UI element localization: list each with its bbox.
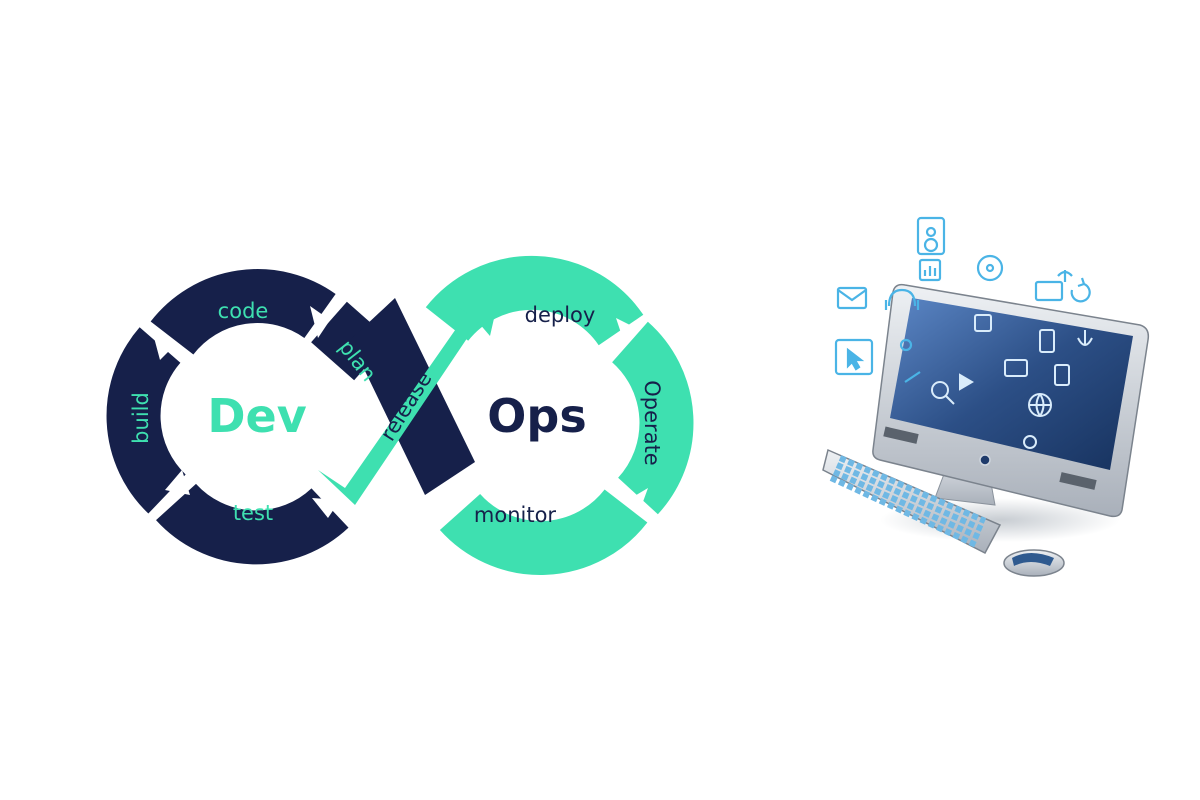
power-button-icon — [979, 454, 991, 466]
microphone-icon — [1077, 330, 1093, 346]
dev-segment-code — [150, 269, 336, 356]
mouse — [1003, 549, 1065, 577]
screen-app-icons — [931, 314, 1093, 449]
segment-separators — [152, 306, 648, 518]
speaker-grill-right — [1059, 472, 1097, 490]
keyboard — [822, 448, 1002, 555]
stage-label-code: code — [218, 299, 269, 323]
dev-segment-test — [156, 483, 349, 565]
gear-icon — [899, 338, 913, 352]
phone-icon — [1039, 329, 1055, 353]
stage-label-deploy: deploy — [525, 303, 596, 327]
music-disc-icon — [976, 254, 1004, 282]
cursor-icon — [834, 338, 874, 376]
search-icon — [931, 381, 949, 399]
stage-label-build: build — [129, 392, 153, 444]
bar-chart-icon — [918, 258, 942, 282]
stage-label-test: test — [233, 501, 273, 525]
globe-meridian-icon — [1029, 393, 1051, 417]
computer-illustration — [822, 216, 1150, 577]
monitor-screen — [890, 298, 1133, 470]
dev-title: Dev — [207, 389, 306, 443]
dev-segment-build — [106, 327, 187, 514]
stage-label-monitor: monitor — [474, 503, 557, 527]
film-icon — [1004, 359, 1028, 377]
stage-label-operate: Operate — [640, 380, 664, 465]
wrench-icon — [904, 371, 921, 383]
mouse-top — [1012, 553, 1054, 566]
headphones-icon — [884, 288, 920, 310]
speaker-icon — [916, 216, 946, 256]
mail-icon — [836, 286, 868, 310]
play-icon — [959, 373, 974, 391]
calculator-icon — [1054, 364, 1070, 386]
chart-icon — [974, 314, 992, 332]
signal-icon — [1057, 270, 1073, 282]
ops-segment-operate — [611, 321, 694, 515]
cross-band-release-arrow — [318, 292, 500, 505]
monitor-icon — [1034, 280, 1064, 302]
floating-app-icons — [834, 216, 1091, 383]
ops-segment-monitor — [439, 488, 648, 575]
speaker-grill-left — [883, 426, 919, 444]
keyboard-keys — [829, 455, 987, 548]
ops-title: Ops — [487, 389, 586, 443]
refresh-icon — [1070, 277, 1091, 303]
settings-icon — [1023, 435, 1037, 449]
devops-logo: code build test plan release deploy Oper… — [106, 255, 694, 575]
